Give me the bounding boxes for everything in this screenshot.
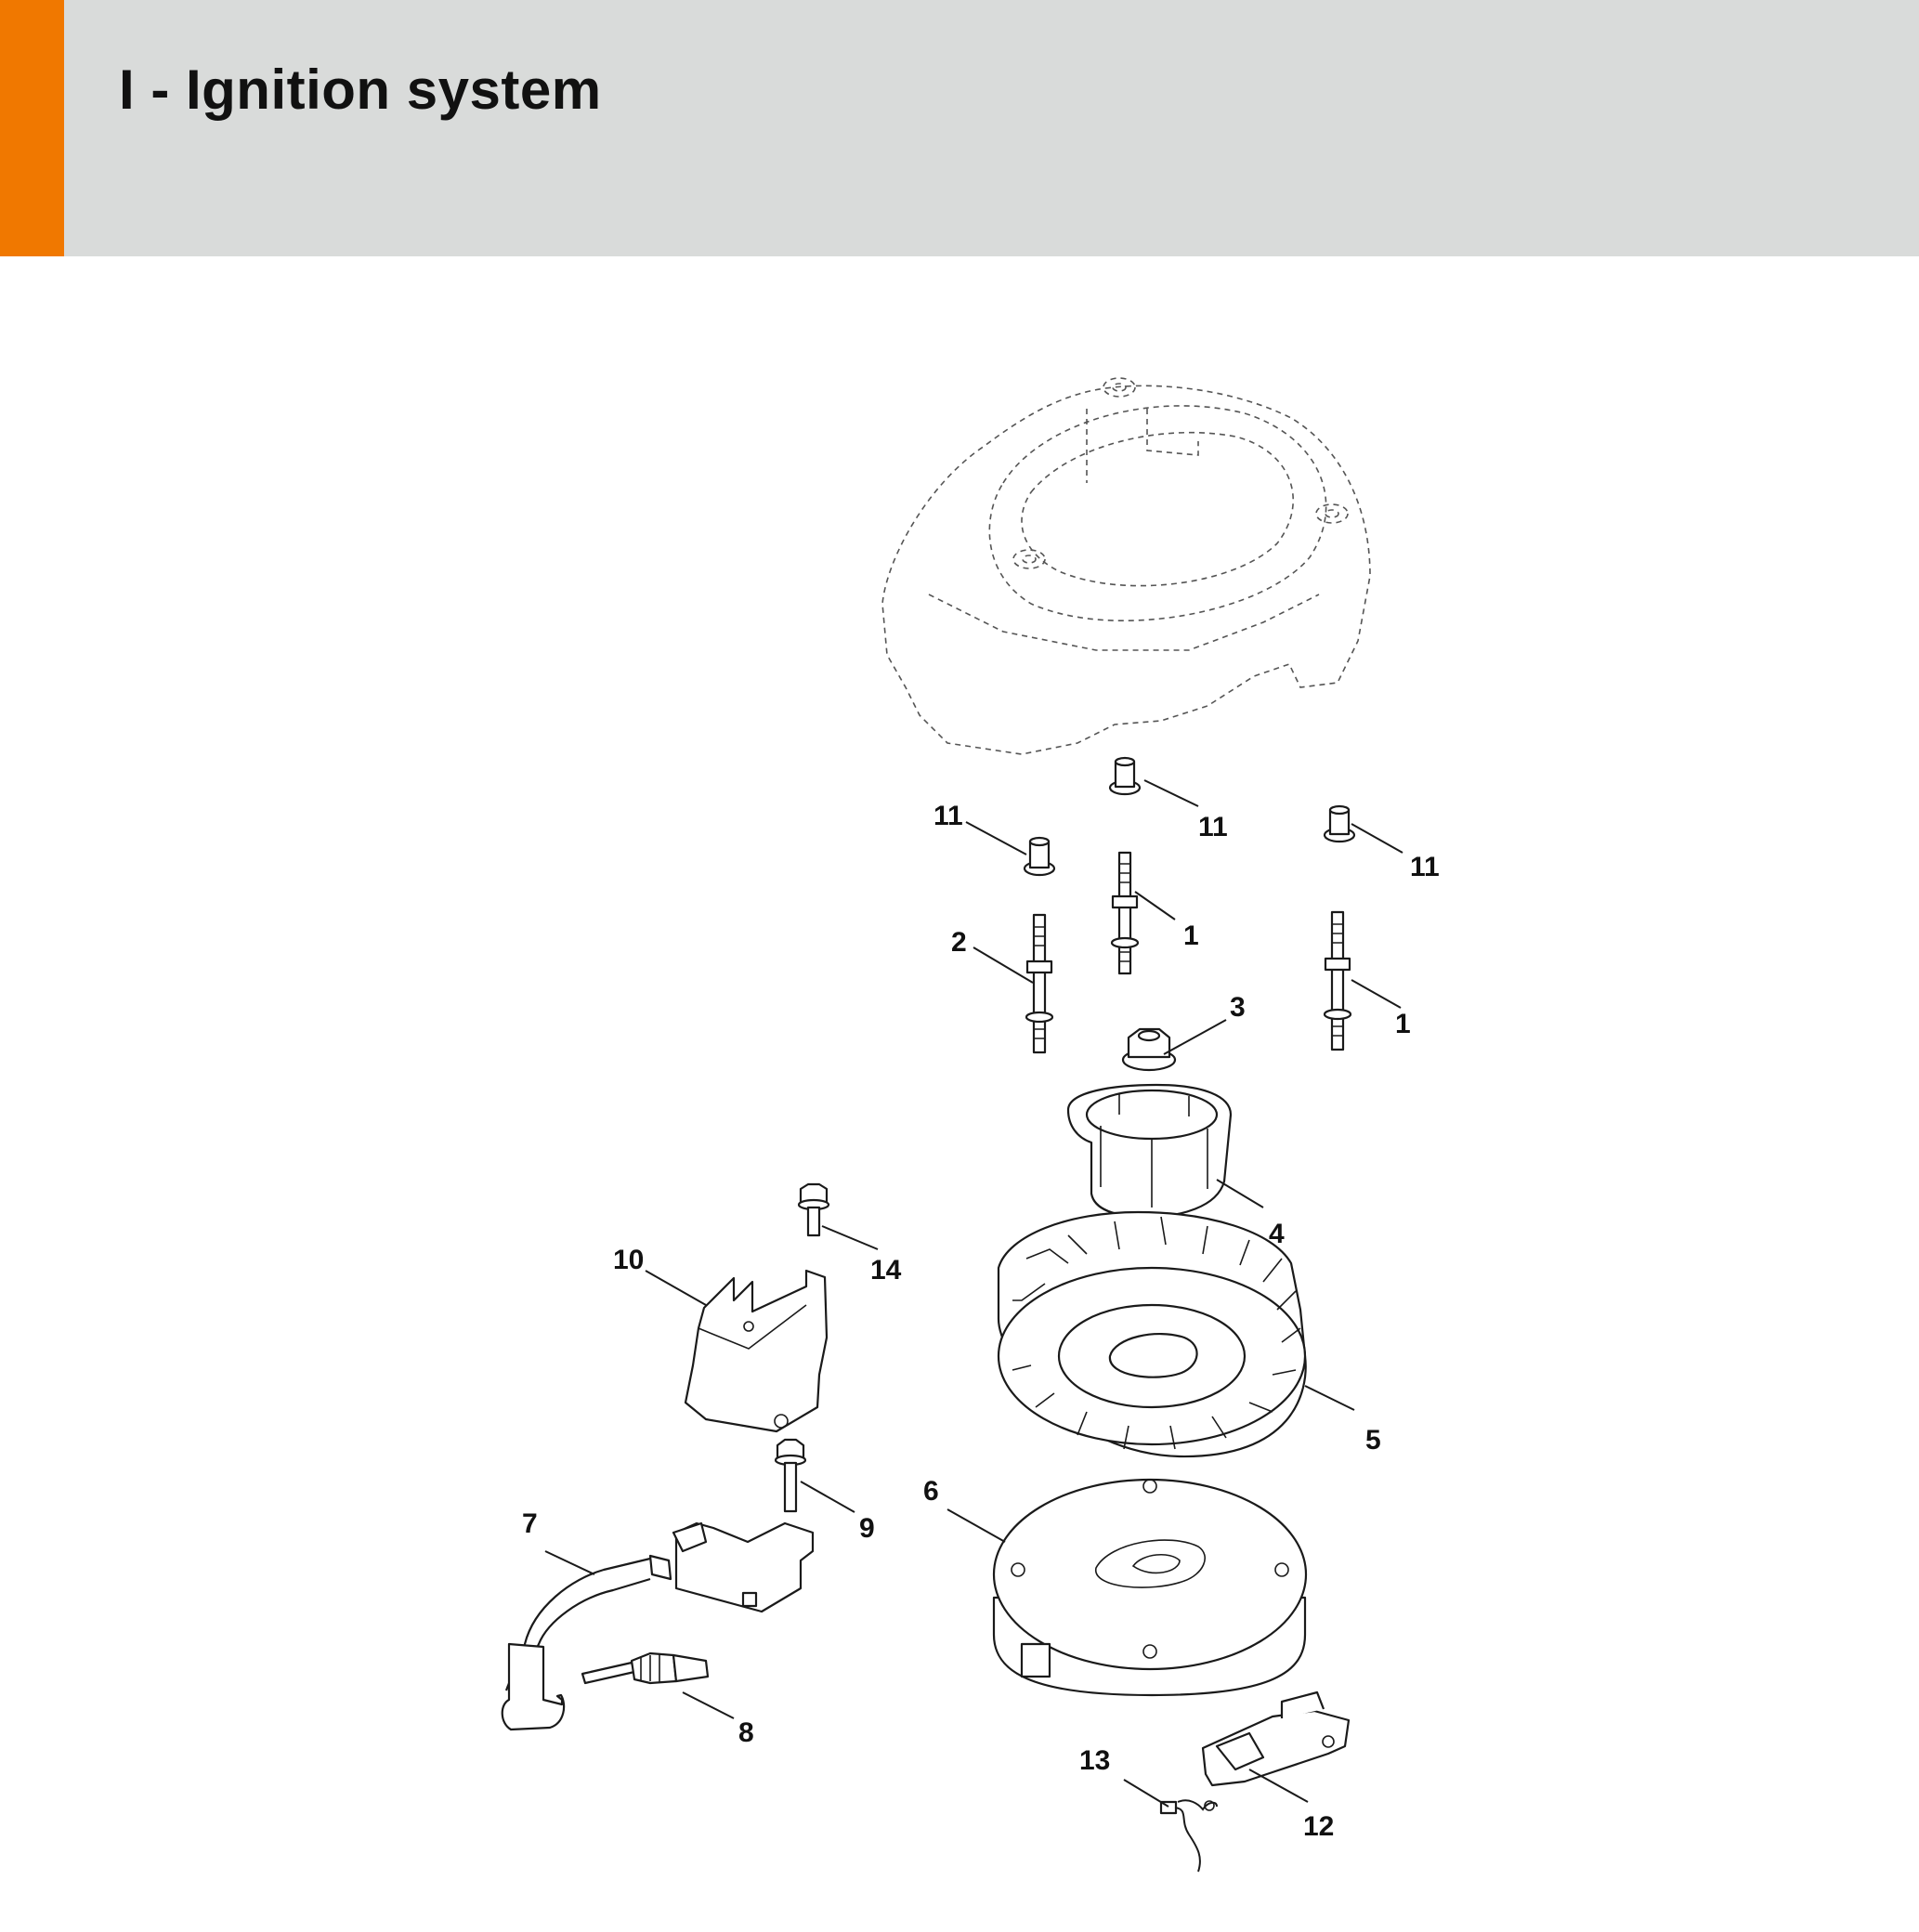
stud-bolt-part-1b: [1323, 910, 1352, 1051]
callout-11-left: 11: [933, 801, 963, 831]
callout-4: 4: [1269, 1219, 1285, 1249]
fan-wheel-part-5: [997, 1210, 1307, 1458]
stud-bolt-part-2: [1025, 913, 1054, 1054]
callout-14: 14: [870, 1255, 902, 1286]
rectifier-bracket-part-12: [1201, 1690, 1351, 1787]
callout-6: 6: [923, 1476, 939, 1507]
callout-11-middle: 11: [1198, 812, 1228, 842]
callout-13: 13: [1079, 1745, 1110, 1776]
page-title: I - Ignition system: [119, 59, 602, 121]
stud-bolt-part-1a: [1110, 851, 1140, 975]
callout-3: 3: [1230, 992, 1246, 1023]
screw-part-14: [797, 1182, 830, 1237]
callout-12: 12: [1303, 1811, 1334, 1842]
callout-1-right: 1: [1395, 1009, 1411, 1039]
callout-11-right: 11: [1410, 852, 1440, 882]
callout-10: 10: [613, 1245, 644, 1275]
header-accent-stripe: [0, 0, 64, 256]
starter-cup-part-4: [1066, 1083, 1233, 1219]
screw-part-9: [774, 1438, 807, 1513]
callout-9: 9: [859, 1513, 875, 1544]
spacer-sleeve-part-11b: [1023, 836, 1056, 877]
cover-plate-part-10: [684, 1269, 829, 1433]
callout-7: 7: [522, 1508, 538, 1539]
flange-nut-part-3: [1121, 1027, 1177, 1072]
callout-8: 8: [738, 1717, 754, 1748]
callout-5: 5: [1365, 1425, 1381, 1456]
callout-2: 2: [951, 927, 967, 958]
leader-lines: [544, 779, 1403, 1808]
callout-1-middle: 1: [1183, 920, 1199, 951]
spacer-sleeve-part-11a: [1108, 756, 1142, 796]
callout-labels: 11 11 11 2 1 1 3 4 5 6 7 8 9 10 12 13 14: [522, 801, 1440, 1842]
spacer-sleeve-part-11c: [1323, 804, 1356, 843]
spark-plug-part-8: [581, 1651, 710, 1685]
flywheel-part-6: [992, 1478, 1308, 1697]
earth-wire-part-13: [1159, 1799, 1218, 1873]
header-bar: I - Ignition system: [0, 0, 1919, 256]
ignition-coil-part-7: [501, 1521, 815, 1731]
fan-housing-outline: [881, 377, 1371, 755]
